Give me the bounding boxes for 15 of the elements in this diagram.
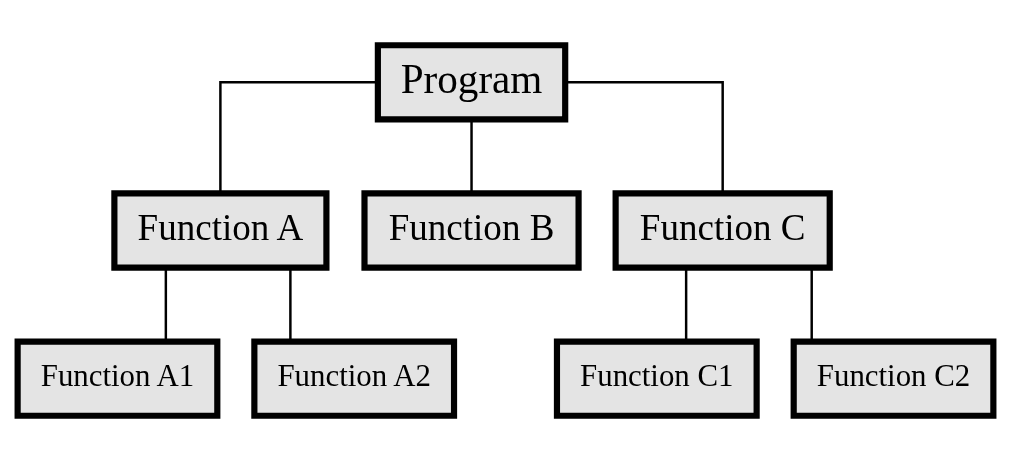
node-box: Function C2 — [790, 338, 996, 419]
connector — [469, 119, 473, 193]
connector — [164, 267, 167, 341]
node-box: Function A — [110, 189, 329, 271]
connector — [684, 267, 687, 341]
connector — [565, 80, 724, 193]
connector — [288, 267, 292, 341]
node-box: Function B — [360, 189, 582, 271]
node-box: Function A1 — [14, 338, 220, 419]
connector — [218, 80, 377, 193]
connector — [809, 267, 813, 341]
node-box: Function C — [612, 189, 833, 271]
node-box: Function C1 — [553, 338, 760, 419]
node-box: Function A2 — [250, 338, 457, 419]
node-box: Program — [374, 41, 568, 122]
